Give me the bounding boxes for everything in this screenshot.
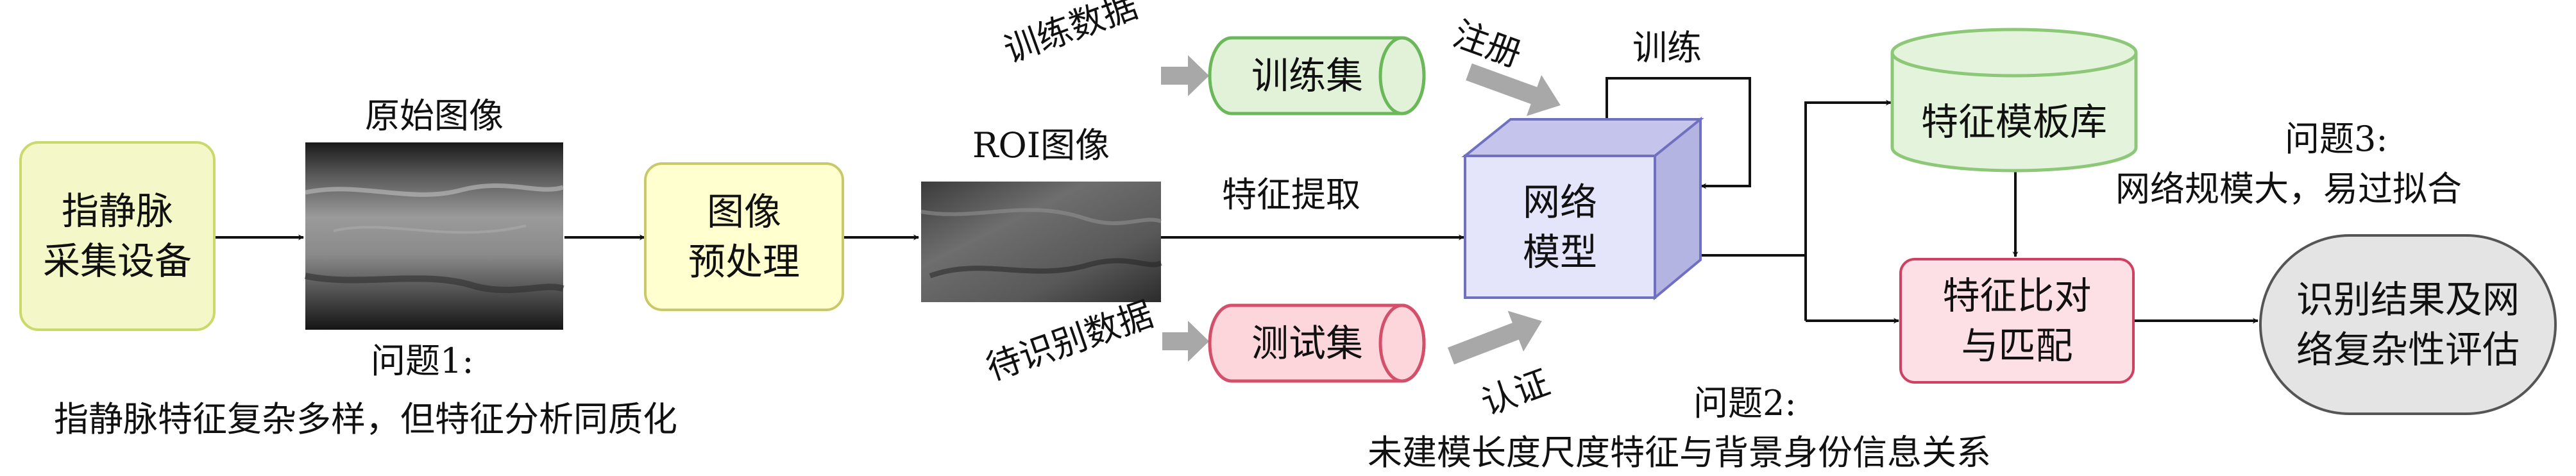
result-eval-line-1: 识别结果及网 bbox=[2296, 278, 2520, 321]
raw-image-caption: 原始图像 bbox=[365, 96, 504, 136]
preprocess-box bbox=[644, 162, 844, 311]
problem-1-text: 指静脉特征复杂多样，但特征分析同质化 bbox=[54, 399, 677, 439]
problem-3-title: 问题3: bbox=[2285, 119, 2388, 159]
arrow-train-loop bbox=[1606, 77, 1751, 189]
raw-finger-vein-image bbox=[304, 142, 564, 330]
network-model-cube bbox=[1461, 116, 1704, 301]
problem-2-title: 问题2: bbox=[1693, 383, 1797, 423]
problem-1-title: 问题1: bbox=[371, 341, 474, 381]
problem-2-text: 未建模长度尺度特征与背景身份信息关系 bbox=[1368, 432, 1991, 473]
grey-arrow-training-data bbox=[1161, 55, 1209, 96]
test-set-label: 测试集 bbox=[1212, 305, 1402, 381]
test-set-cylinder bbox=[1208, 303, 1426, 383]
test-set-text: 测试集 bbox=[1251, 321, 1363, 365]
template-db-label: 特征模板库 bbox=[1892, 77, 2136, 167]
grey-arrow-pending-data bbox=[1162, 321, 1209, 362]
train-loop-label: 训练 bbox=[1632, 28, 1702, 68]
acquisition-line-2: 采集设备 bbox=[42, 239, 192, 283]
preprocess-line-1: 图像 bbox=[706, 190, 781, 234]
acquisition-device-box bbox=[19, 141, 216, 331]
arrow-branch-to-db bbox=[1804, 99, 1892, 321]
result-eval-line-2: 络复杂性评估 bbox=[2296, 328, 2520, 371]
feature-extract-label: 特征提取 bbox=[1222, 174, 1360, 215]
preprocess-label: 图像 预处理 bbox=[645, 164, 843, 310]
training-set-label: 训练集 bbox=[1212, 38, 1402, 114]
feature-matching-box bbox=[1899, 258, 2135, 384]
network-model-label: 网络 模型 bbox=[1465, 156, 1655, 298]
training-set-cylinder bbox=[1208, 36, 1426, 115]
grey-arrow-authenticate bbox=[1447, 310, 1542, 365]
problem-3-text: 网络规模大，易过拟合 bbox=[2115, 169, 2462, 209]
preprocess-line-2: 预处理 bbox=[688, 240, 800, 284]
template-db-text: 特征模板库 bbox=[1920, 100, 2107, 144]
feature-matching-line-1: 特征比对 bbox=[1942, 274, 2092, 318]
grey-arrow-register bbox=[1466, 63, 1561, 116]
acquisition-device-label: 指静脉 采集设备 bbox=[21, 142, 214, 330]
template-db-cylinder bbox=[1890, 28, 2138, 173]
network-model-line-1: 网络 bbox=[1522, 180, 1597, 224]
training-set-text: 训练集 bbox=[1251, 54, 1363, 98]
feature-matching-label: 特征比对 与匹配 bbox=[1901, 259, 2133, 382]
result-eval-box bbox=[2259, 234, 2557, 415]
roi-finger-vein-image bbox=[920, 182, 1162, 302]
network-model-line-2: 模型 bbox=[1522, 230, 1597, 274]
feature-matching-line-2: 与匹配 bbox=[1961, 324, 2073, 368]
roi-image-caption: ROI图像 bbox=[972, 125, 1110, 166]
result-eval-label: 识别结果及网 络复杂性评估 bbox=[2260, 235, 2555, 414]
acquisition-line-1: 指静脉 bbox=[61, 189, 173, 233]
